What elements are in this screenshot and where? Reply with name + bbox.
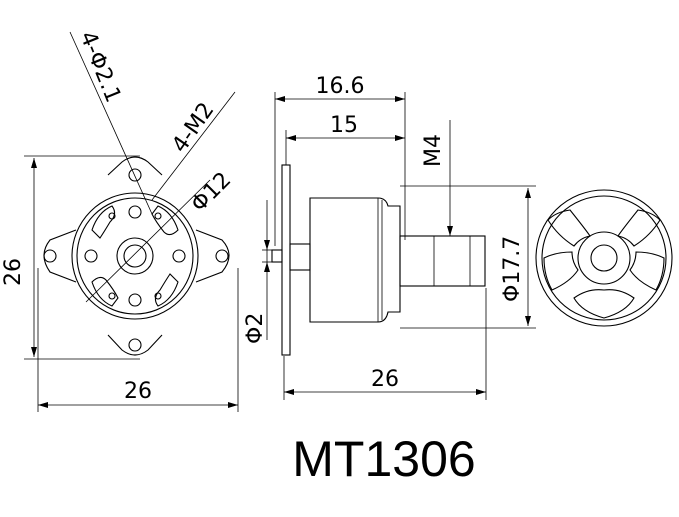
label-bolt-circle: Φ12	[187, 168, 237, 218]
front-view	[24, 31, 239, 412]
front-hole-top	[128, 205, 142, 219]
label-front-width: 26	[124, 379, 152, 404]
mount-ears	[43, 156, 230, 356]
front-boss-outer	[116, 237, 154, 275]
front-boss-inner	[123, 244, 147, 268]
label-bell-dia: Φ17.7	[500, 236, 525, 302]
front-body	[71, 192, 199, 320]
leader-bolt-circle	[85, 179, 211, 303]
rear-spokes	[543, 209, 665, 319]
rear-hub-outer	[577, 231, 631, 285]
label-shaft-dia: Φ2	[243, 313, 268, 344]
front-hole-right	[172, 249, 186, 263]
label-mount-threads: 4-M2	[167, 98, 219, 157]
front-slots	[91, 205, 179, 307]
label-mount-holes: 4-Φ2.1	[74, 28, 125, 106]
front-hole-left	[84, 249, 98, 263]
leader-threads	[151, 91, 236, 201]
side-shaft	[399, 235, 486, 287]
rear-body	[535, 189, 673, 327]
rear-view	[535, 189, 673, 327]
front-inner-ring	[76, 197, 194, 315]
side-mount-plate	[281, 164, 291, 356]
label-side-length-inner: 15	[330, 113, 358, 138]
label-front-height: 26	[1, 258, 26, 286]
label-side-length: 16.6	[316, 74, 365, 99]
label-side-total: 26	[371, 367, 399, 392]
label-shaft-thread: M4	[421, 134, 446, 167]
side-view	[262, 92, 536, 400]
leader-holes	[69, 31, 153, 215]
rear-hub-inner	[590, 244, 618, 272]
front-hole-bottom	[128, 293, 142, 307]
model-title: MT1306	[292, 431, 475, 487]
side-bell	[309, 197, 401, 323]
